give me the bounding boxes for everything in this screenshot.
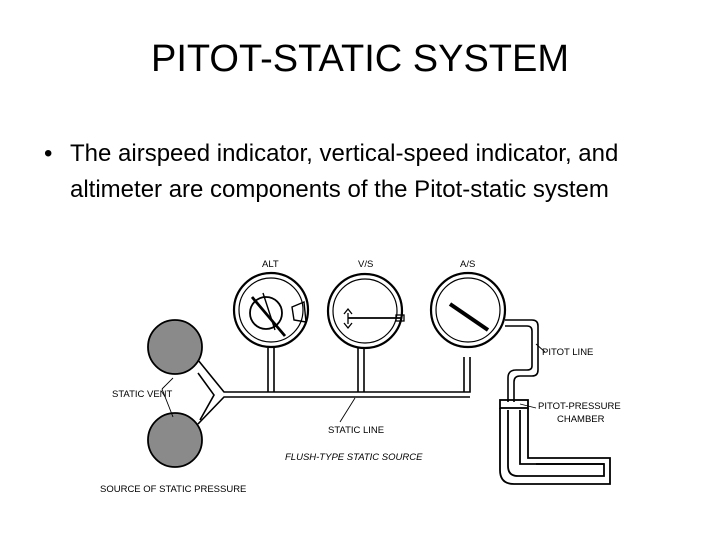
pitot-line-tubing xyxy=(505,319,539,402)
slide-title: PITOT-STATIC SYSTEM xyxy=(150,38,570,80)
pitot-pressure-chamber xyxy=(499,399,611,485)
source-label: SOURCE OF STATIC PRESSURE xyxy=(100,484,246,495)
airspeed-gauge xyxy=(429,271,507,349)
static-line-tubing xyxy=(197,348,471,425)
static-vent-upper xyxy=(147,319,203,375)
pitot-line-label: PITOT LINE xyxy=(542,347,593,358)
static-line-label: STATIC LINE xyxy=(328,425,384,436)
flush-type-label: FLUSH-TYPE STATIC SOURCE xyxy=(285,452,423,463)
altimeter-gauge xyxy=(232,271,310,349)
vertical-speed-gauge xyxy=(326,272,405,350)
vs-label: V/S xyxy=(358,259,373,270)
bullet-text: The airspeed indicator, vertical-speed i… xyxy=(70,140,619,203)
pitot-chamber-label-1: PITOT-PRESSURE xyxy=(538,401,621,412)
bullet-marker: • xyxy=(44,140,53,167)
leader-lines xyxy=(161,343,546,423)
as-label: A/S xyxy=(460,259,475,270)
pitot-static-diagram: ALT V/S A/S STATIC VENT PITOT LINE STATI… xyxy=(100,259,621,495)
static-vent-label: STATIC VENT xyxy=(112,389,173,400)
pitot-chamber-label-2: CHAMBER xyxy=(557,414,605,425)
static-vent-lower xyxy=(147,412,203,468)
alt-label: ALT xyxy=(262,259,279,270)
